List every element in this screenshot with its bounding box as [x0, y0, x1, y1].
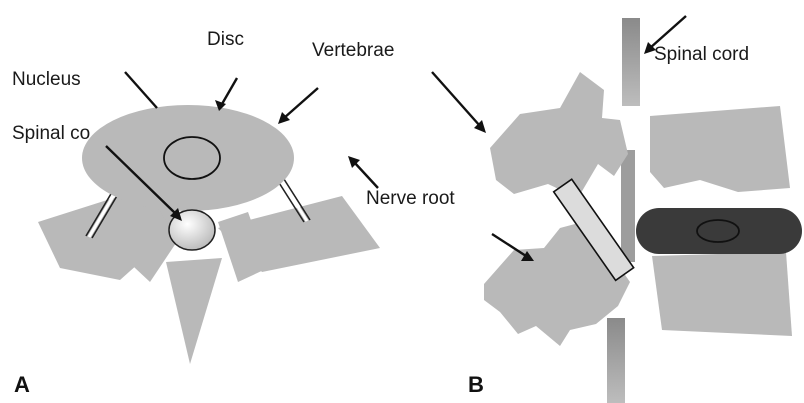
arrow-nucleus [125, 72, 157, 108]
spinous-process [166, 258, 222, 364]
panel-b: Spinal cord B [432, 16, 802, 403]
panel-a: Disc Vertebrae Nucleus Spinal co Nerve r… [12, 29, 455, 397]
label-spinal-cord: Spinal cord [654, 44, 749, 65]
arrow-disc [215, 78, 237, 111]
panel-label-a: A [14, 372, 30, 397]
spinal-cord-top [622, 18, 640, 106]
label-nucleus: Nucleus [12, 69, 81, 90]
label-vertebrae: Vertebrae [312, 40, 394, 61]
label-disc: Disc [207, 29, 244, 50]
arrow-upper-vertebra [432, 72, 486, 133]
lower-vertebral-body [652, 252, 792, 336]
arrow-nerve-root [348, 156, 378, 188]
vertebral-disc [82, 105, 294, 211]
label-spinal-cord-partial: Spinal co [12, 123, 90, 144]
upper-vertebra-posterior [490, 72, 628, 198]
label-nerve-root: Nerve root [366, 188, 455, 209]
panel-label-b: B [468, 372, 484, 397]
intervertebral-disc [636, 208, 802, 254]
upper-vertebral-body [650, 106, 790, 192]
arrow-vertebrae [278, 88, 318, 124]
spinal-cord-bottom [607, 318, 625, 403]
spinal-cord-middle [621, 150, 635, 262]
